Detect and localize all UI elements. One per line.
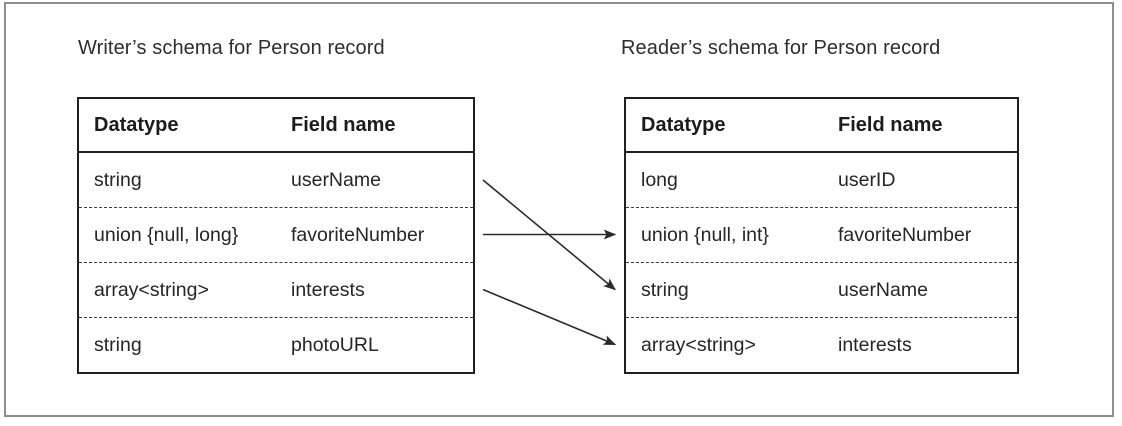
table-row: string userName xyxy=(79,153,473,207)
field-name-column-header: Field name xyxy=(291,113,396,136)
datatype-cell: string xyxy=(94,333,142,356)
writer-schema-title: Writer’s schema for Person record xyxy=(78,37,385,59)
datatype-cell: string xyxy=(641,278,689,301)
reader-schema-table: Datatype Field name long userID union {n… xyxy=(624,97,1019,374)
field-name-cell: interests xyxy=(291,278,365,301)
table-row: string photoURL xyxy=(79,317,473,372)
field-name-cell: favoriteNumber xyxy=(291,223,425,246)
field-name-column-header: Field name xyxy=(838,113,943,136)
table-row: union {null, int} favoriteNumber xyxy=(626,207,1017,262)
field-name-cell: userName xyxy=(838,278,928,301)
table-header-row: Datatype Field name xyxy=(626,99,1017,153)
table-row: array<string> interests xyxy=(626,317,1017,372)
table-row: array<string> interests xyxy=(79,262,473,317)
writer-schema-table: Datatype Field name string userName unio… xyxy=(77,97,475,374)
field-name-cell: userID xyxy=(838,168,896,191)
datatype-cell: long xyxy=(641,168,678,191)
field-name-cell: interests xyxy=(838,333,912,356)
datatype-cell: array<string> xyxy=(94,278,209,301)
table-row: long userID xyxy=(626,153,1017,207)
datatype-cell: union {null, long} xyxy=(94,223,239,246)
table-row: string userName xyxy=(626,262,1017,317)
datatype-column-header: Datatype xyxy=(641,113,726,136)
datatype-column-header: Datatype xyxy=(94,113,179,136)
datatype-cell: array<string> xyxy=(641,333,756,356)
field-name-cell: favoriteNumber xyxy=(838,223,972,246)
field-name-cell: photoURL xyxy=(291,333,379,356)
reader-schema-title: Reader’s schema for Person record xyxy=(621,37,941,59)
table-row: union {null, long} favoriteNumber xyxy=(79,207,473,262)
table-header-row: Datatype Field name xyxy=(79,99,473,153)
datatype-cell: union {null, int} xyxy=(641,223,769,246)
field-name-cell: userName xyxy=(291,168,381,191)
datatype-cell: string xyxy=(94,168,142,191)
